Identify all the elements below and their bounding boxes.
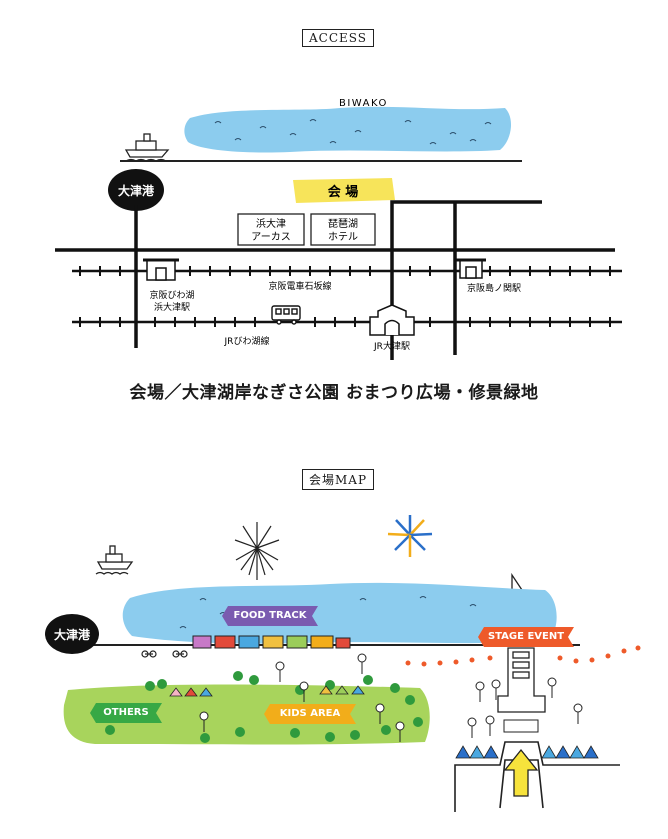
port-label: 大津港	[118, 183, 155, 198]
stage-event-badge[interactable]: STAGE EVENT	[478, 627, 574, 647]
venue-highlight	[293, 178, 395, 203]
lake-label: BIWAKO	[339, 98, 388, 109]
entrance-tents	[455, 745, 599, 759]
station-shimanoseki-icon	[456, 258, 486, 279]
bicycle-icons	[141, 650, 188, 658]
entrance-road	[454, 741, 620, 812]
food-trucks	[192, 635, 351, 649]
kids-area-label: KIDS AREA	[279, 708, 341, 719]
building-hotel-line1: 琵琶湖	[328, 218, 358, 230]
sailboat-icon	[500, 572, 528, 598]
venue-marker: 会 場	[328, 184, 359, 200]
food-track-badge[interactable]: FOOD TRACK	[222, 606, 318, 626]
others-label: OTHERS	[103, 707, 149, 718]
access-map: BIWAKO 大津港 会 場 浜大津 アーカス 琵琶湖 ホテル	[55, 98, 622, 360]
food-track-label: FOOD TRACK	[233, 610, 307, 621]
building-arcus	[237, 213, 305, 246]
station-shimanoseki-label: 京阪島ノ関駅	[467, 282, 521, 294]
building-hotel	[310, 213, 376, 246]
access-section-label: ACCESS	[302, 29, 375, 47]
stage-event-label: STAGE EVENT	[487, 631, 565, 642]
tent-icons	[169, 685, 365, 697]
station-hamaotsu-icon	[143, 258, 179, 281]
bunting-flags	[405, 645, 641, 667]
railway-jr	[72, 317, 622, 327]
entrance-arrow-icon	[503, 748, 539, 797]
stage-structure	[497, 647, 546, 713]
kids-area-badge[interactable]: KIDS AREA	[264, 704, 356, 724]
venue-caption: 会場／大津湖岸なぎさ公園 おまつり広場・修景緑地	[129, 383, 539, 403]
line-jr-biwako: JRびわ湖線	[224, 335, 270, 347]
station-jr-otsu-label: JR大津駅	[373, 340, 410, 352]
port-label: 大津港	[54, 627, 91, 642]
train-icon	[271, 305, 301, 325]
person-icons	[199, 653, 405, 742]
ship-icon	[124, 133, 170, 162]
lake-waves	[214, 119, 492, 145]
port-marker	[108, 169, 164, 211]
building-arcus-line1: 浜大津	[256, 217, 286, 230]
entrance-sign	[503, 719, 539, 733]
fireworks-right-icon	[387, 515, 433, 557]
ship-icon	[95, 545, 134, 575]
line-keihan-ishiyama: 京阪電車石坂線	[268, 280, 331, 292]
building-hotel-line2: ホテル	[328, 231, 358, 243]
others-badge[interactable]: OTHERS	[90, 703, 162, 723]
roads	[55, 200, 615, 360]
fireworks-left-icon	[234, 522, 280, 580]
lake-biwako	[184, 106, 512, 153]
map-section-label: 会場MAP	[302, 469, 375, 490]
port-marker	[45, 614, 99, 654]
station-jr-otsu-icon	[369, 304, 415, 336]
station-keihan-line2: 浜大津駅	[154, 301, 190, 313]
building-arcus-line2: アーカス	[251, 231, 290, 243]
stage-person-icons	[467, 677, 583, 738]
station-keihan-line1: 京阪びわ湖	[149, 289, 194, 301]
